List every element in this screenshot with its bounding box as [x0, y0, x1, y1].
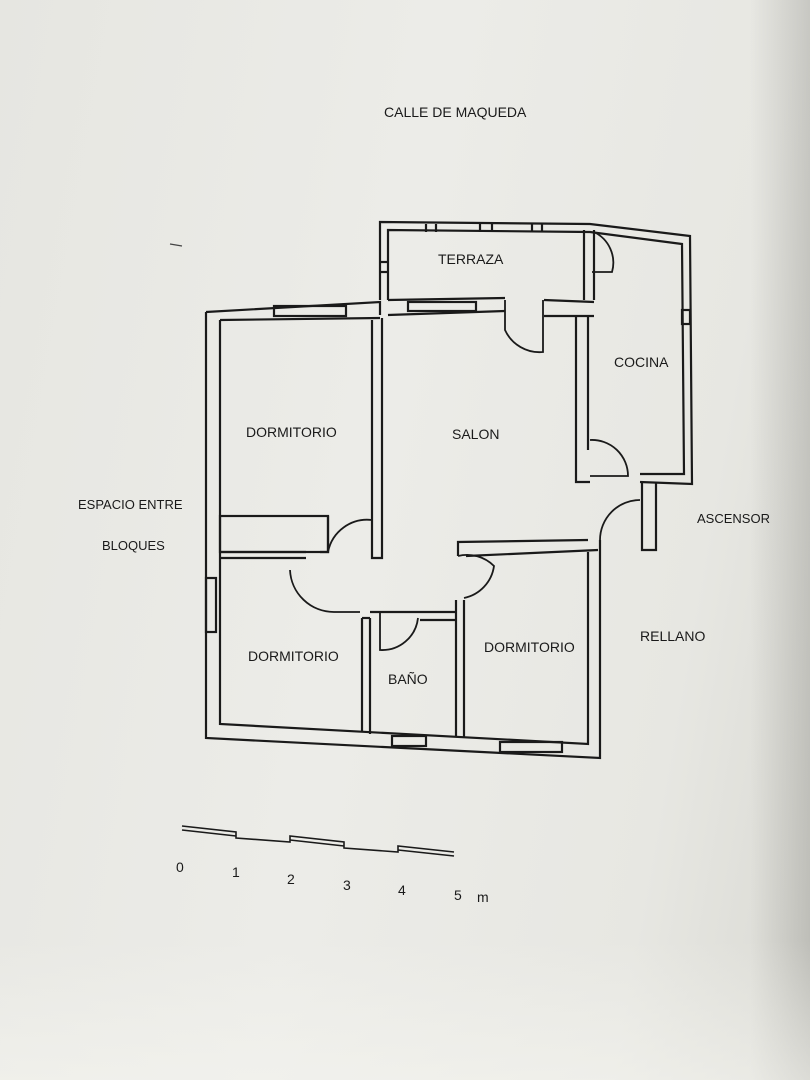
scale-tick-labels: 0 1 2 3 4 5 m: [176, 859, 489, 905]
room-label-dormitorio-1: DORMITORIO: [246, 424, 337, 440]
scale-tick-2: 2: [287, 871, 295, 887]
street-label: CALLE DE MAQUEDA: [384, 104, 527, 120]
room-label-bano: BAÑO: [388, 671, 428, 687]
page-edge-shadow: [750, 0, 810, 1080]
outside-label-rellano: RELLANO: [640, 628, 705, 644]
paper-highlight: [0, 940, 810, 1080]
outside-label-ascensor: ASCENSOR: [697, 511, 770, 526]
interior-walls: [204, 318, 599, 754]
door-swings: [289, 231, 641, 651]
scale-tick-1: 1: [232, 864, 240, 880]
north-windows: [272, 300, 478, 318]
scale-unit: m: [477, 889, 489, 905]
scale-bar: [181, 825, 455, 857]
scale-tick-5: 5: [454, 887, 462, 903]
room-label-dormitorio-3: DORMITORIO: [484, 639, 575, 655]
outside-label-espacio-1: ESPACIO ENTRE: [78, 497, 183, 512]
scale-tick-4: 4: [398, 882, 406, 898]
terrace-kitchen-walls: [378, 220, 694, 552]
pencil-mark: [169, 243, 183, 247]
scale-tick-0: 0: [176, 859, 184, 875]
scale-tick-3: 3: [343, 877, 351, 893]
room-label-dormitorio-2: DORMITORIO: [248, 648, 339, 664]
outside-label-espacio-2: BLOQUES: [102, 538, 165, 553]
room-label-cocina: COCINA: [614, 354, 669, 370]
room-label-salon: SALON: [452, 426, 499, 442]
exterior-wall: [204, 300, 602, 760]
room-label-terraza: TERRAZA: [438, 251, 504, 267]
